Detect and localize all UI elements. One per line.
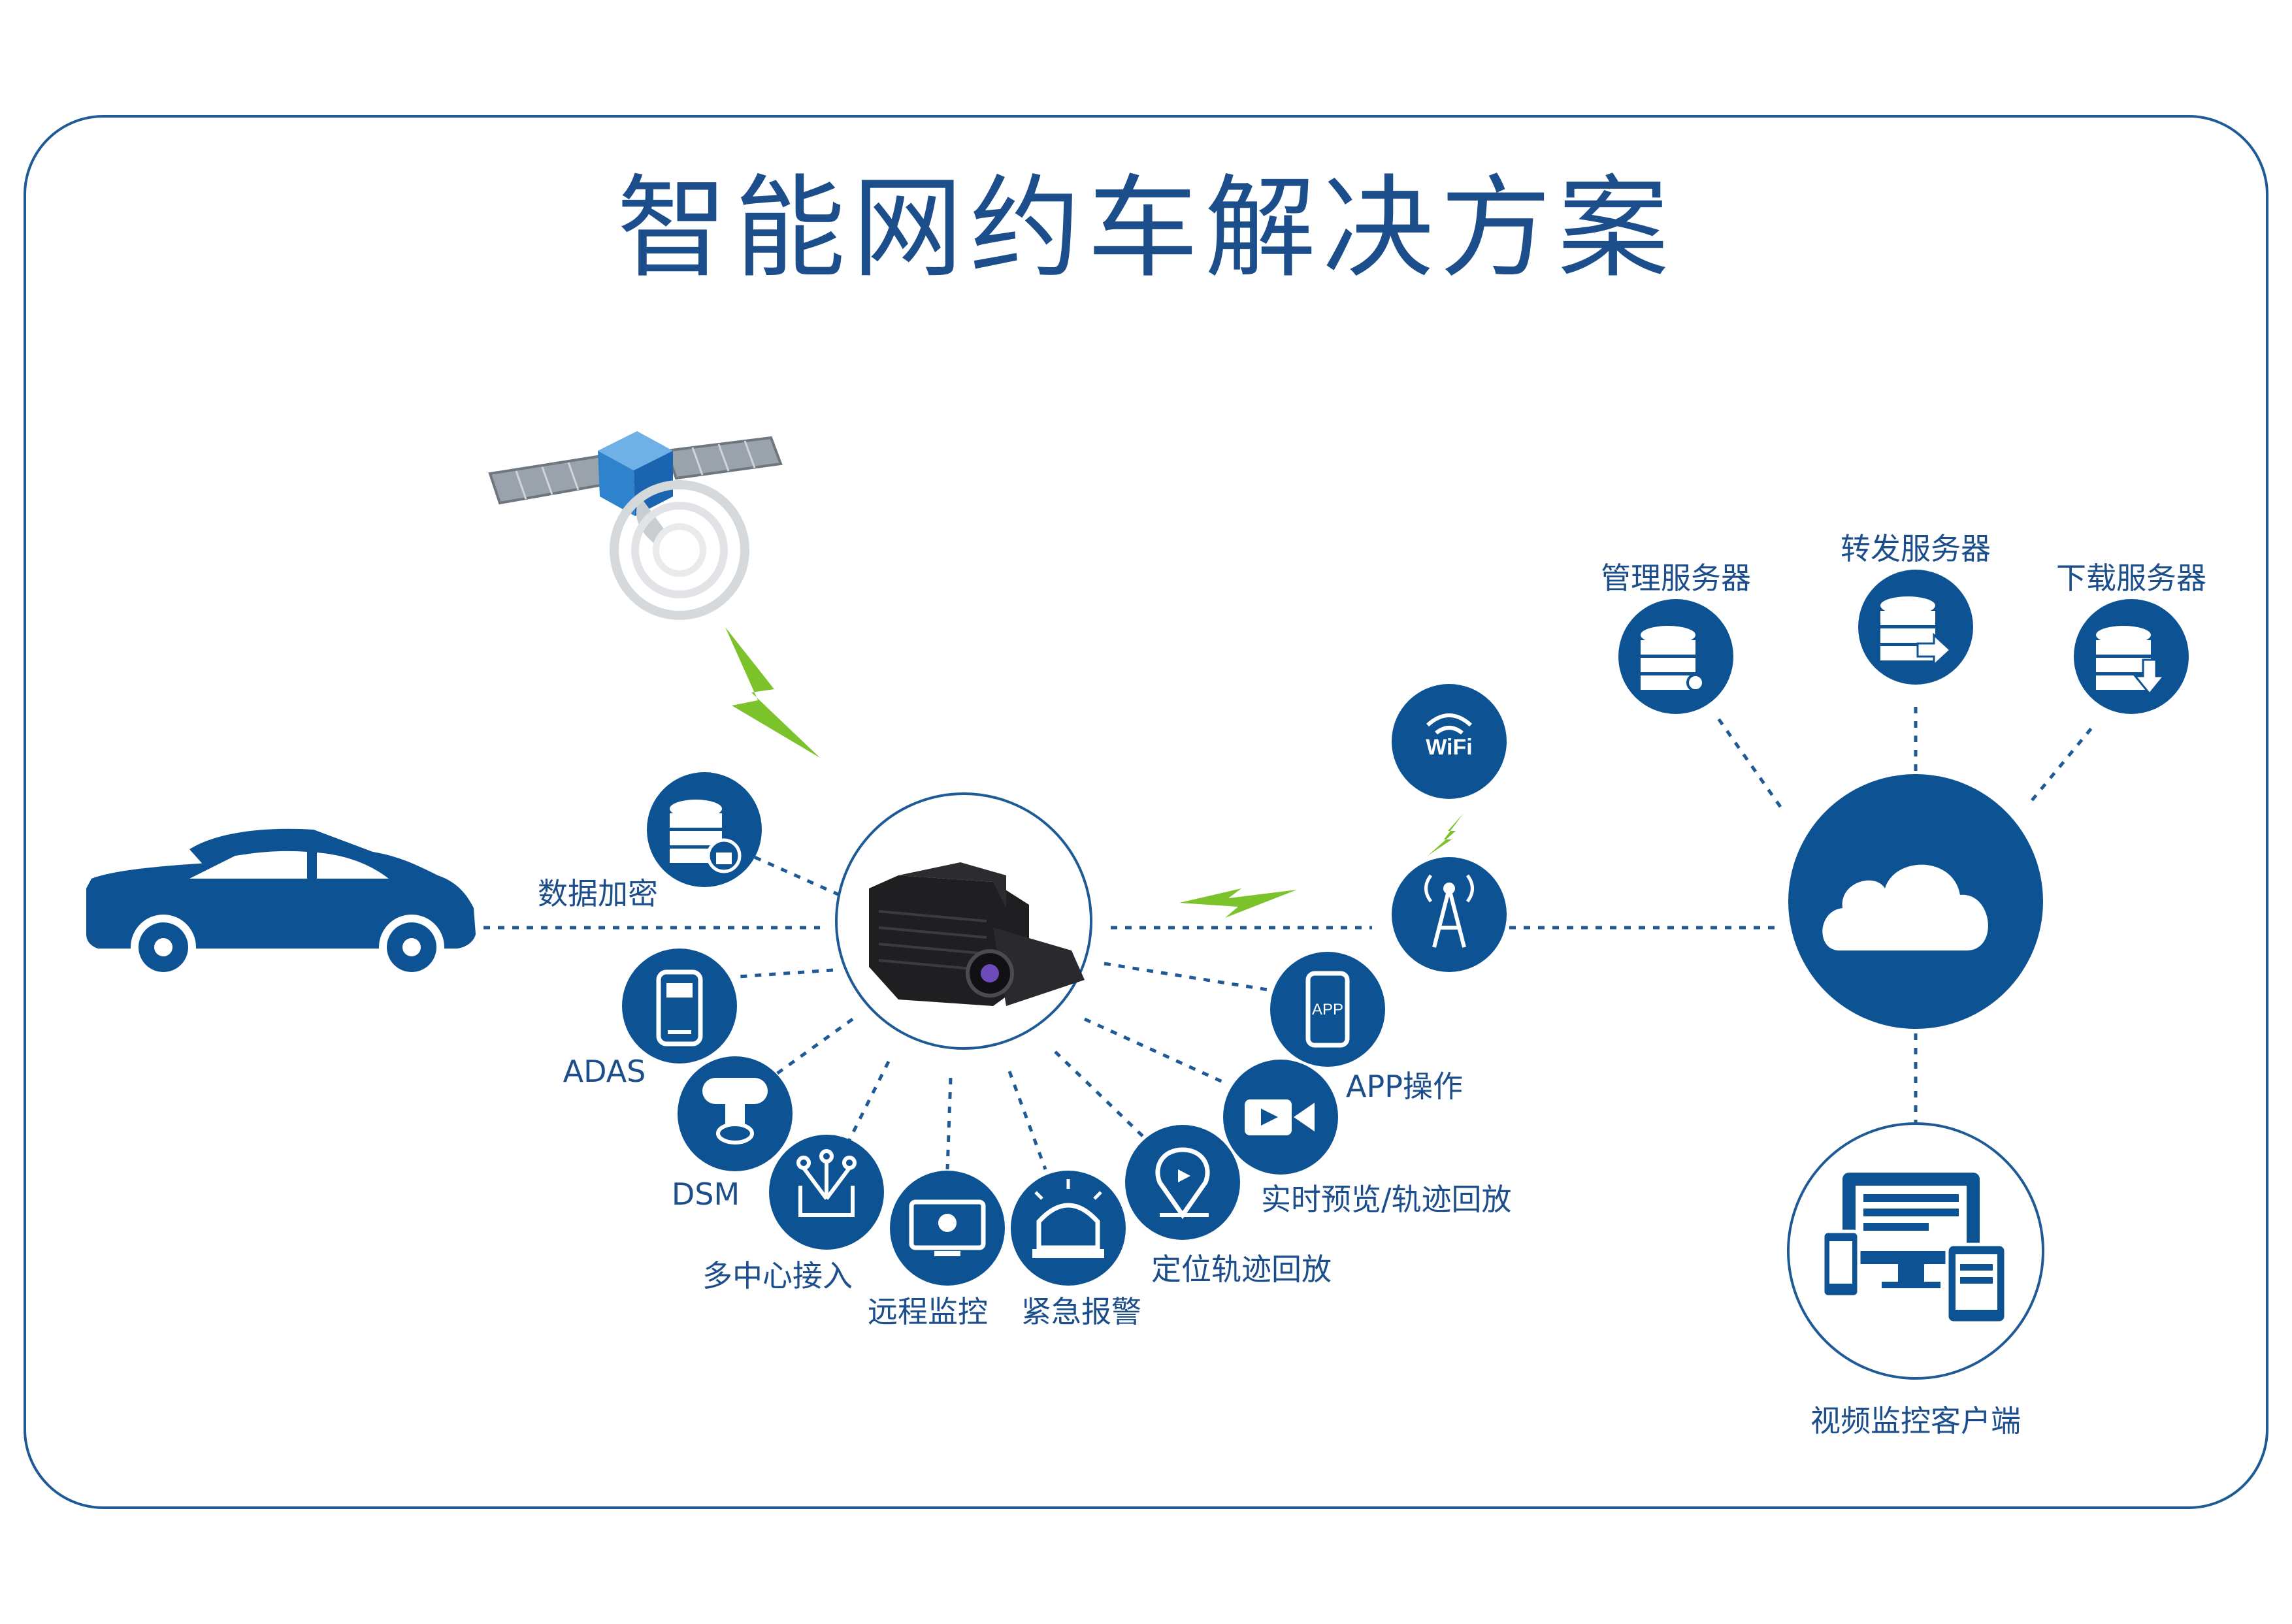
signal-ring-mid (631, 502, 728, 598)
satellite (488, 431, 783, 620)
wifi-icon-text: WiFi (1426, 735, 1472, 760)
device-preview-link (1083, 1017, 1230, 1086)
cloud-manage-link (1716, 717, 1782, 808)
cloud-download-link (2031, 724, 2095, 802)
app-node: APP (1270, 952, 1385, 1067)
wifi-tower-bolt (1428, 813, 1464, 856)
positioning-playback-label: 定位轨迹回放 (1151, 1252, 1332, 1287)
remote-monitor-label: 远程监控 (868, 1294, 988, 1329)
client-node (1787, 1122, 2044, 1380)
multi-center-node (769, 1135, 884, 1250)
forwarding-server-node (1858, 570, 1973, 685)
connector-lines (483, 706, 2095, 1170)
dashcam-device (835, 792, 1092, 1050)
cloud-node (1788, 774, 2043, 1029)
outer-frame (24, 115, 2268, 1509)
satellite-left-panel (488, 454, 613, 505)
device-remote-link (945, 1077, 953, 1170)
positioning-node (1125, 1125, 1240, 1240)
adas-node (622, 949, 737, 1064)
emergency-alarm-label: 紧急报警 (1021, 1294, 1141, 1329)
device-emergency-link (1007, 1071, 1047, 1170)
car-icon (86, 828, 476, 980)
dsm-node (678, 1056, 793, 1171)
management-server-node (1618, 599, 1733, 714)
page-title: 智能网约车解决方案 (616, 164, 1675, 293)
live-preview-label: 实时预览/轨迹回放 (1261, 1182, 1512, 1217)
download-server-label: 下载服务器 (2056, 560, 2206, 596)
management-server-label: 管理服务器 (1601, 560, 1751, 596)
forwarding-server-label: 转发服务器 (1841, 531, 1991, 566)
encryption-label: 数据加密 (538, 876, 658, 911)
app-operation-label: APP操作 (1346, 1069, 1463, 1104)
signal-ring-inner (653, 523, 706, 577)
satellite-body-top (598, 431, 673, 470)
emergency-node (1011, 1171, 1126, 1286)
device-multicenter-link (847, 1060, 891, 1141)
device-tower-bolt (1179, 888, 1297, 918)
tower-node (1392, 857, 1507, 972)
client-label: 视频监控客户端 (1810, 1403, 2021, 1438)
device-dsm-link (770, 1017, 854, 1080)
device-position-link (1054, 1050, 1148, 1141)
remote-monitor-node (890, 1171, 1005, 1286)
satellite-bolt (725, 627, 820, 758)
dsm-label: DSM (671, 1177, 740, 1212)
adas-label: ADAS (563, 1054, 646, 1089)
signal-bolts (725, 627, 1464, 918)
device-encrypt-link (750, 854, 841, 897)
live-preview-node (1223, 1060, 1338, 1175)
download-server-node (2074, 599, 2189, 714)
encryption-node (647, 772, 762, 887)
multi-center-label: 多中心接入 (702, 1258, 853, 1293)
device-app-link (1104, 962, 1268, 992)
satellite-body-left (598, 451, 635, 516)
device-adas-link (738, 968, 834, 979)
signal-ring-outer (610, 480, 749, 620)
wifi-node: WiFi (1392, 684, 1507, 799)
app-icon-text: APP (1312, 1001, 1343, 1018)
